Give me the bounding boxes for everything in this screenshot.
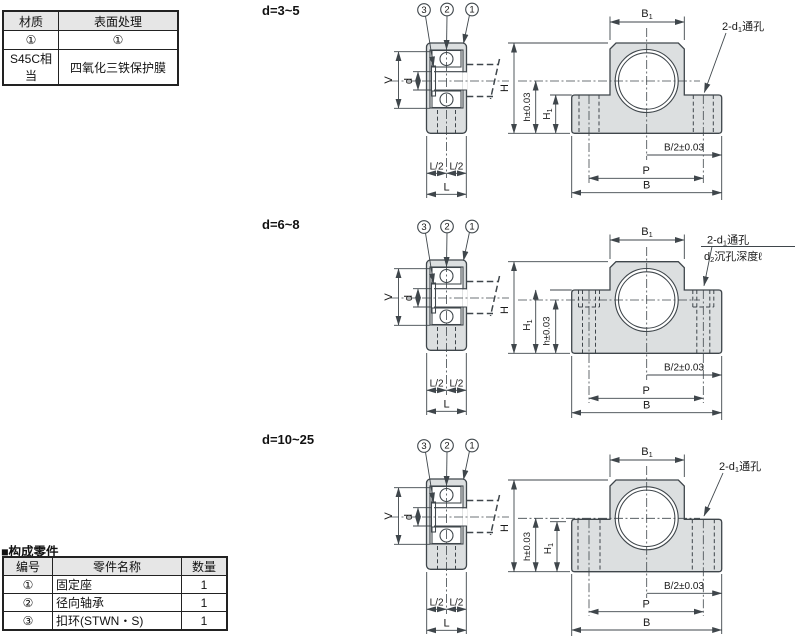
dim-L2: L/2 [449,162,463,173]
svg-text:1: 1 [469,222,474,233]
dim-B2: B/2±0.03 [664,581,704,592]
dim-H: H [500,524,511,532]
table-row: ② 径向轴承 1 [2,593,228,612]
dim-B1: B1 [641,446,653,459]
dim-B2: B/2±0.03 [664,143,704,154]
balloon-3 [417,3,431,17]
svg-text:3: 3 [421,5,426,16]
parts-table-header-row: 编号 零件名称 数量 [2,556,228,576]
dim-h: h±0.03 [522,93,533,122]
section-title-d3-5: d=3~5 [262,3,300,18]
side-view-d6-8: V d L/2 L/2 L 3 2 1 [383,219,509,415]
table-row: S45C相当 四氧化三铁保护膜 [2,49,179,86]
dim-B: B [643,617,650,629]
dim-P: P [643,165,650,177]
svg-text:1: 1 [469,441,474,452]
dim-L2: L/2 [449,379,463,390]
parts-table: 编号 零件名称 数量 ① 固定座 1 ② 径向轴承 1 ③ 扣环(STWN・S)… [2,556,228,631]
svg-text:2: 2 [444,441,449,452]
balloon-1 [465,438,479,453]
table-row: ① ① [2,30,179,50]
front-view-d10-25: B1 H h±0.03 H1 B/2±0.03 P B 2-d1通孔 [500,446,761,636]
table-row: ③ 扣环(STWN・S) 1 [2,611,228,631]
dim-H: H [500,84,511,92]
section-title-d6-8: d=6~8 [262,217,300,232]
material-table: 材质 表面处理 ① ① S45C相当 四氧化三铁保护膜 [2,10,179,86]
note-through-hole: 2-d1通孔 [719,460,761,474]
note-through-hole: 2-d1通孔 [707,234,749,248]
material-table-header-row: 材质 表面处理 [2,10,179,31]
dim-H1: H1 [542,108,554,119]
side-view-d3-5: V d L/2 L/2 L 3 2 1 [383,2,509,198]
svg-text:1: 1 [469,5,474,16]
front-view-d3-5: B1 H h±0.03 H1 B/2±0.03 P B 2-d1通孔 [500,8,764,200]
dim-h: h±0.03 [542,317,553,346]
svg-text:2: 2 [444,222,449,233]
dim-d: d [403,78,415,84]
balloon-2 [440,219,454,234]
front-view-d6-8: B1 H H1 h±0.03 B/2±0.03 P B 2-d1通孔 d2沉孔深… [500,226,795,420]
dim-h: h±0.03 [522,532,533,561]
dim-L: L [443,618,449,630]
dim-B2: B/2±0.03 [664,363,704,374]
dim-P: P [643,385,650,397]
surface-treatment-header: 表面处理 [58,10,179,31]
balloon-3 [417,439,431,453]
dim-P: P [643,599,650,611]
dim-V: V [383,76,395,84]
dim-L2: L/2 [430,598,444,609]
dim-H: H [500,306,511,314]
section-title-d10-25: d=10~25 [262,432,315,447]
note-counterbore: d2沉孔深度ℓ [704,249,762,264]
dim-L: L [443,399,449,411]
balloon-2 [440,2,454,17]
svg-text:3: 3 [421,222,426,233]
table-row: ① 固定座 1 [2,575,228,594]
part-qty-header: 数量 [181,556,228,576]
dim-V: V [383,512,395,520]
material-header: 材质 [2,10,59,31]
svg-text:2: 2 [444,5,449,16]
dim-L: L [443,182,449,194]
dim-L2: L/2 [449,598,463,609]
dim-H1: H1 [543,543,555,554]
dim-B1: B1 [641,226,653,239]
balloon-1 [465,2,479,17]
dim-B1: B1 [641,8,653,21]
svg-text:3: 3 [421,441,426,452]
part-number-header: 编号 [2,556,53,576]
dim-L2: L/2 [430,162,444,173]
dim-V: V [383,293,395,301]
side-view-d10-25: V d L/2 L/2 L 3 2 1 [383,438,509,634]
balloon-1 [465,219,479,234]
dim-d: d [403,514,415,520]
note-through-hole: 2-d1通孔 [722,20,764,34]
dim-B: B [643,400,650,412]
dim-H1: H1 [522,319,534,330]
dim-d: d [403,295,415,301]
part-name-header: 零件名称 [52,556,182,576]
dim-L2: L/2 [430,379,444,390]
balloon-2 [440,438,454,453]
balloon-3 [417,220,431,234]
parts-list-title: ■构成零件 [1,545,59,559]
dim-B: B [643,180,650,192]
